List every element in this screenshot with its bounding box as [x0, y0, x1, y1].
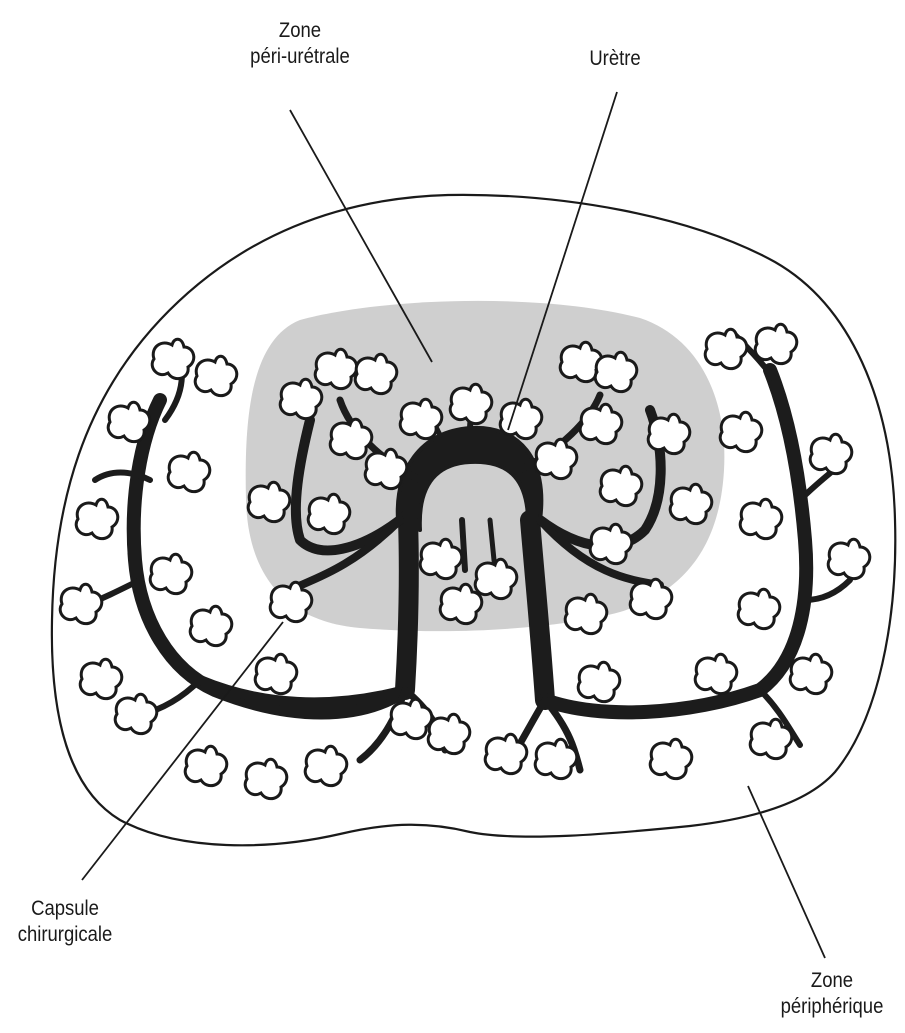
leader-peripheral: [748, 786, 825, 958]
label-periurethral-zone: Zone péri-urétrale: [247, 18, 353, 70]
label-peripheral-line2: périphérique: [770, 994, 893, 1020]
label-capsule: Capsule chirurgicale: [12, 896, 118, 948]
label-capsule-line1: Capsule: [12, 896, 118, 922]
label-peripheral-zone: Zone périphérique: [770, 968, 893, 1020]
label-urethra: Urètre: [575, 46, 654, 72]
label-periurethral-line2: péri-urétrale: [247, 44, 353, 70]
label-urethra-line1: Urètre: [575, 46, 654, 72]
label-peripheral-line1: Zone: [770, 968, 893, 994]
label-capsule-line2: chirurgicale: [12, 922, 118, 948]
label-periurethral-line1: Zone: [247, 18, 353, 44]
